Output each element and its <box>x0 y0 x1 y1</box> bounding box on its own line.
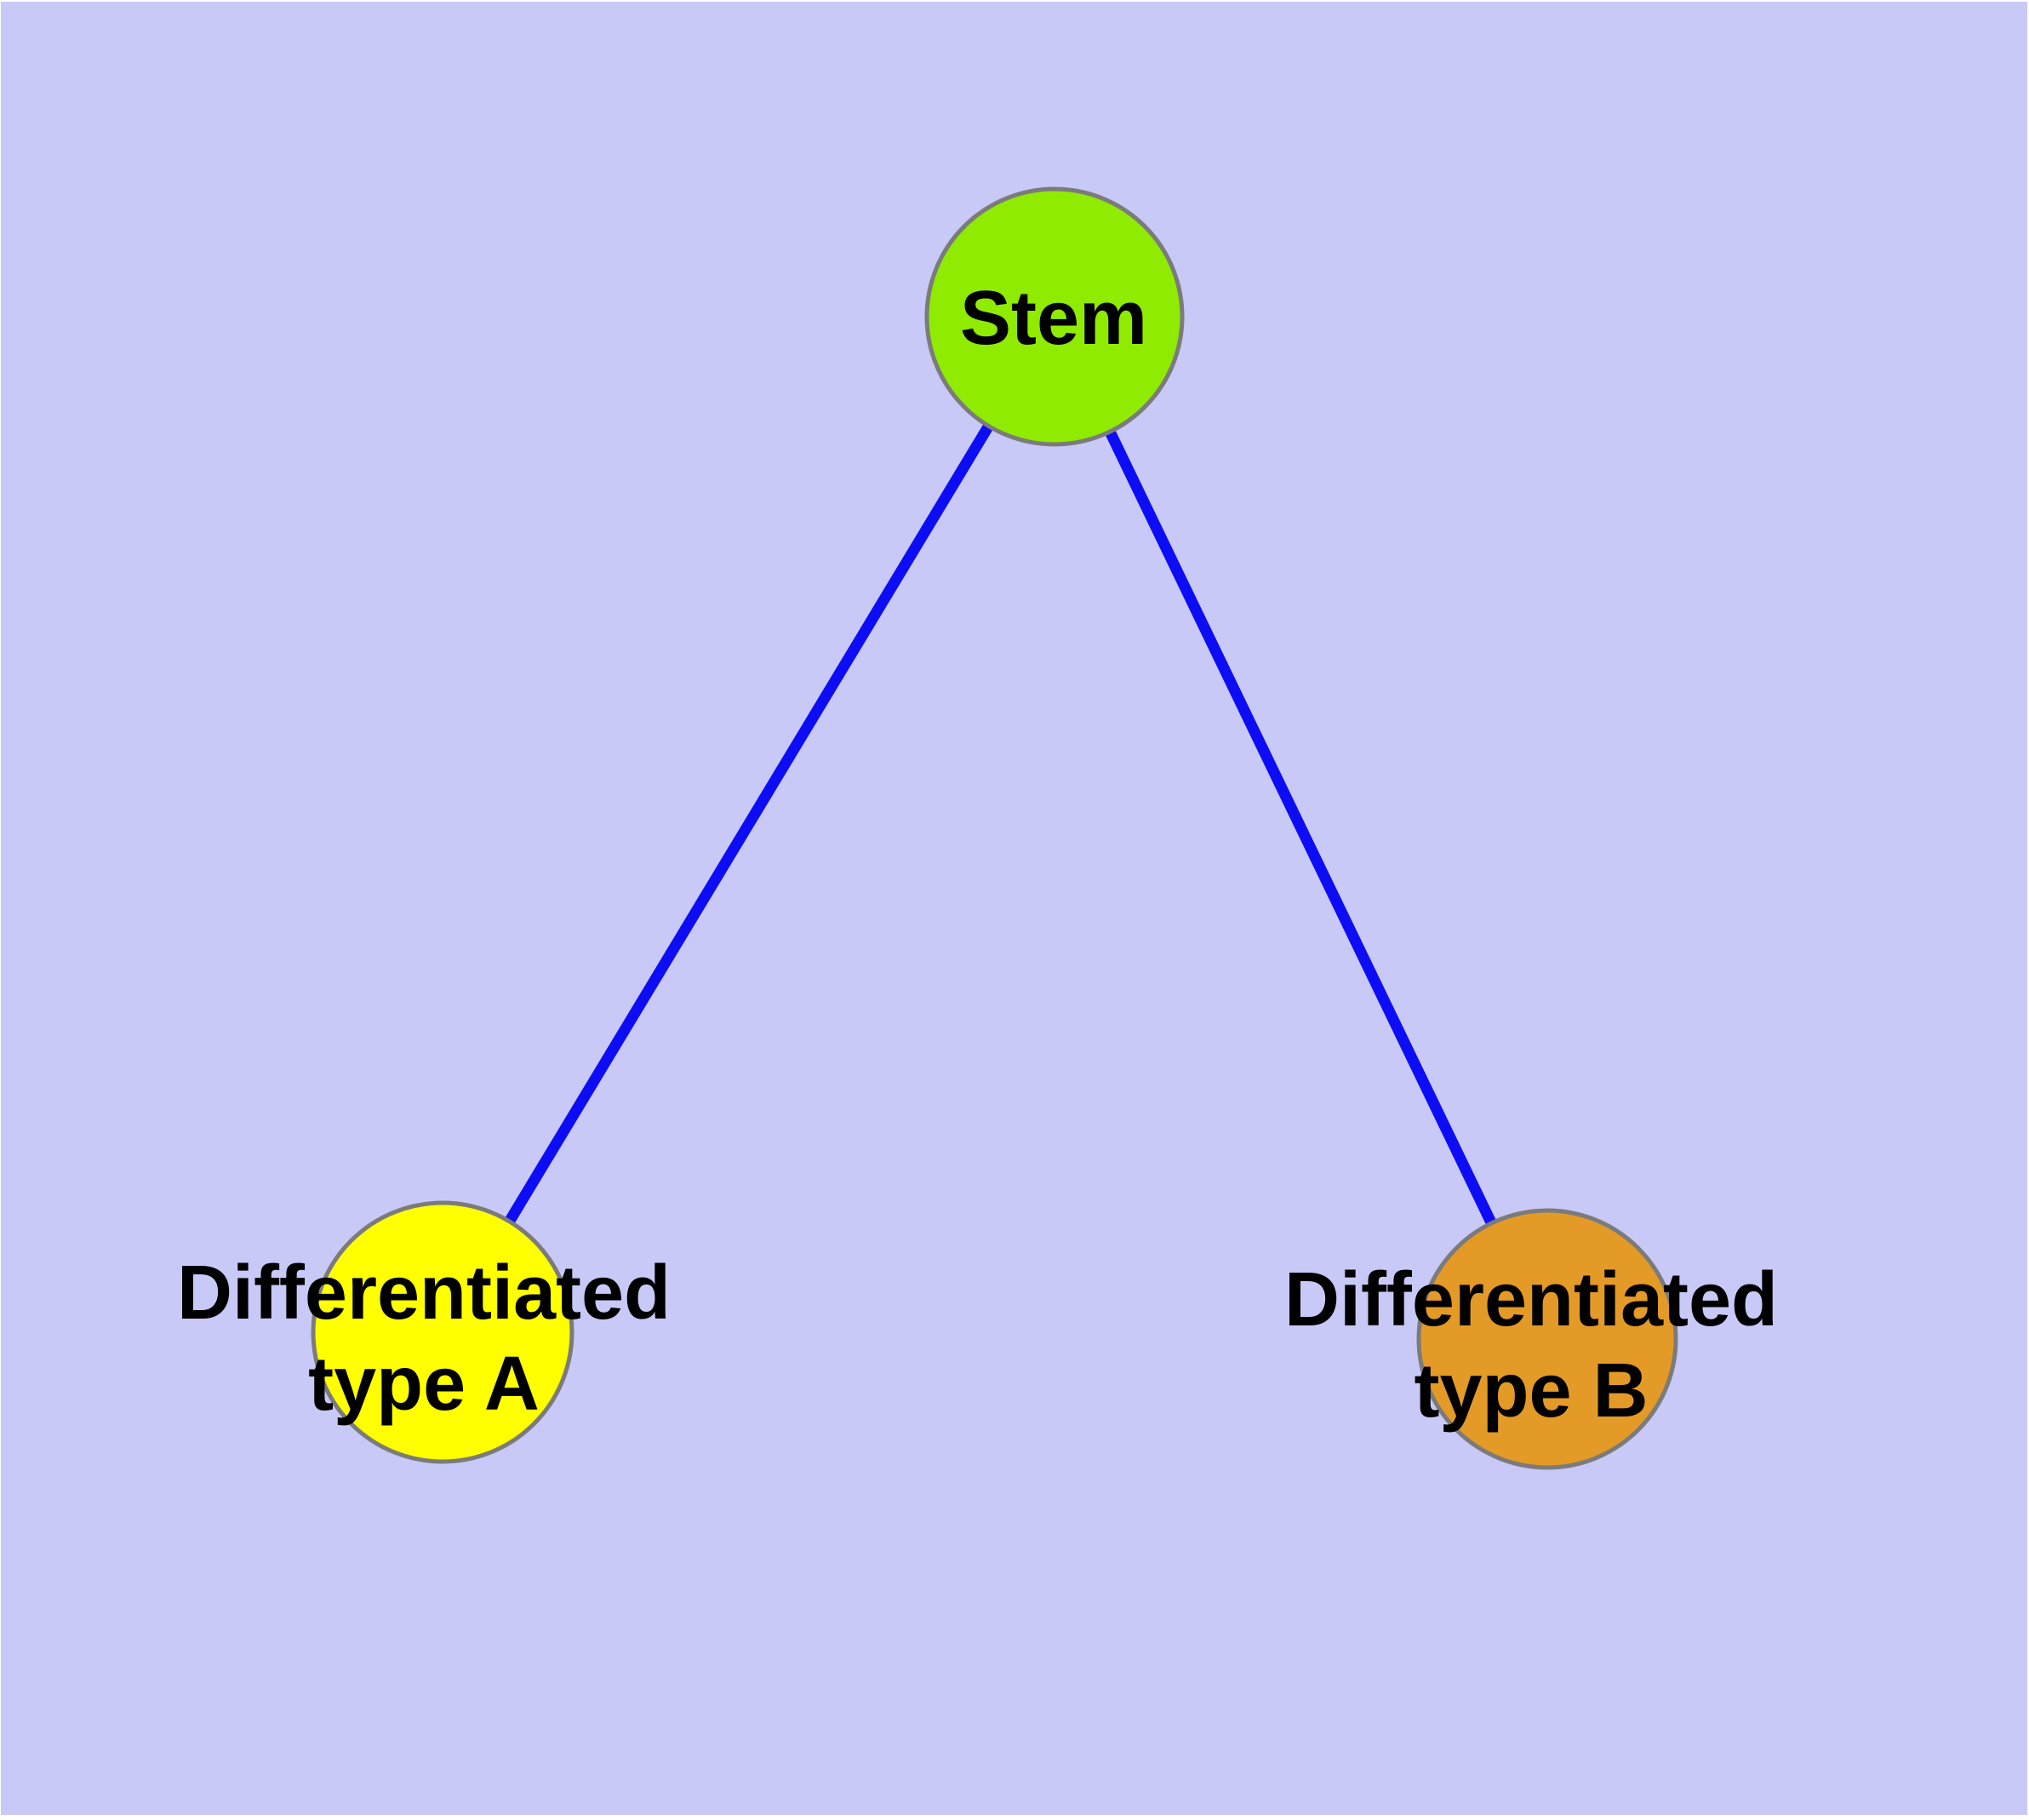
edge-stem-to-type-b <box>1049 314 1552 1342</box>
node-differentiated-type-b[interactable] <box>1416 1208 1678 1470</box>
node-differentiated-type-a[interactable] <box>311 1200 574 1464</box>
edge-stem-to-type-a <box>437 313 1060 1336</box>
node-differentiated-type-b-label-line2: type B <box>1414 1348 1648 1434</box>
node-stem[interactable] <box>924 186 1185 447</box>
node-differentiated-type-a-label-line2: type A <box>308 1342 540 1427</box>
node-differentiated-type-a-label-line1: Differentiated <box>177 1251 671 1336</box>
node-stem-label: Stem <box>960 276 1147 361</box>
node-differentiated-type-b-label-line1: Differentiated <box>1284 1257 1778 1342</box>
